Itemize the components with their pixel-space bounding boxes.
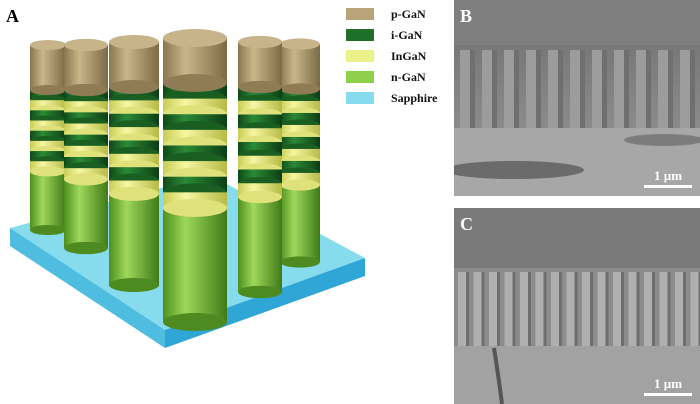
sem-pillar xyxy=(520,272,531,348)
legend-label: Sapphire xyxy=(391,91,438,105)
nanowire-pillar xyxy=(280,38,320,268)
scale-label: 1 µm xyxy=(653,376,683,391)
panel-b-letter: B xyxy=(460,6,473,26)
sem-pillar xyxy=(535,272,547,348)
sem-pillar xyxy=(458,272,469,348)
sem-pillar xyxy=(659,272,671,348)
n-gan-swatch xyxy=(346,71,374,83)
legend-item-ingan: InGaN xyxy=(346,49,476,64)
sem-c-texture xyxy=(454,208,700,404)
panel-c-letter: C xyxy=(460,214,473,234)
legend-item-p-gan: p-GaN xyxy=(346,7,476,22)
sem-pillar xyxy=(473,272,485,348)
nanowire-schematic xyxy=(10,29,365,348)
scale-label: 1 µm xyxy=(653,168,683,183)
i-gan-swatch xyxy=(346,29,374,41)
sem-pillar xyxy=(566,272,578,348)
sem-image-b: B 1 µm xyxy=(454,0,700,196)
ingan-swatch xyxy=(346,50,374,62)
legend-item-i-gan: i-GaN xyxy=(346,28,476,43)
nanowire-pillar xyxy=(109,35,159,292)
sem-pillar xyxy=(628,272,640,348)
sem-pillar xyxy=(551,272,562,348)
scale-bar-c: 1 µm xyxy=(644,377,692,396)
sem-pillar xyxy=(489,272,500,348)
legend-item-n-gan: n-GaN xyxy=(346,70,476,85)
sem-pillar xyxy=(504,272,516,348)
sem-pillar xyxy=(582,272,593,348)
panel-a-letter: A xyxy=(6,6,19,26)
nanowire-pillar xyxy=(238,35,282,299)
nanowire-pillar xyxy=(163,29,227,331)
legend-label: n-GaN xyxy=(391,70,426,84)
sapphire-swatch xyxy=(346,92,374,104)
legend-label: i-GaN xyxy=(391,28,423,42)
scale-bar-b: 1 µm xyxy=(644,169,692,188)
sem-pillar xyxy=(690,272,700,348)
sem-b-texture xyxy=(454,0,700,196)
scale-bar-line xyxy=(644,393,692,396)
sem-pillar xyxy=(644,272,655,348)
sem-pillar xyxy=(613,272,624,348)
sem-pillar xyxy=(675,272,686,348)
scale-bar-line xyxy=(644,185,692,188)
nanowire-pillar xyxy=(64,38,108,255)
p-gan-swatch xyxy=(346,8,374,20)
sapphire-left-face xyxy=(10,228,165,348)
sem-image-c: C 1 µm xyxy=(454,208,700,404)
sem-pillar xyxy=(597,272,609,348)
legend-item-sapphire: Sapphire xyxy=(346,91,476,106)
legend-label: p-GaN xyxy=(391,7,426,21)
nanowire-pillar xyxy=(30,39,66,236)
legend-label: InGaN xyxy=(391,49,427,63)
